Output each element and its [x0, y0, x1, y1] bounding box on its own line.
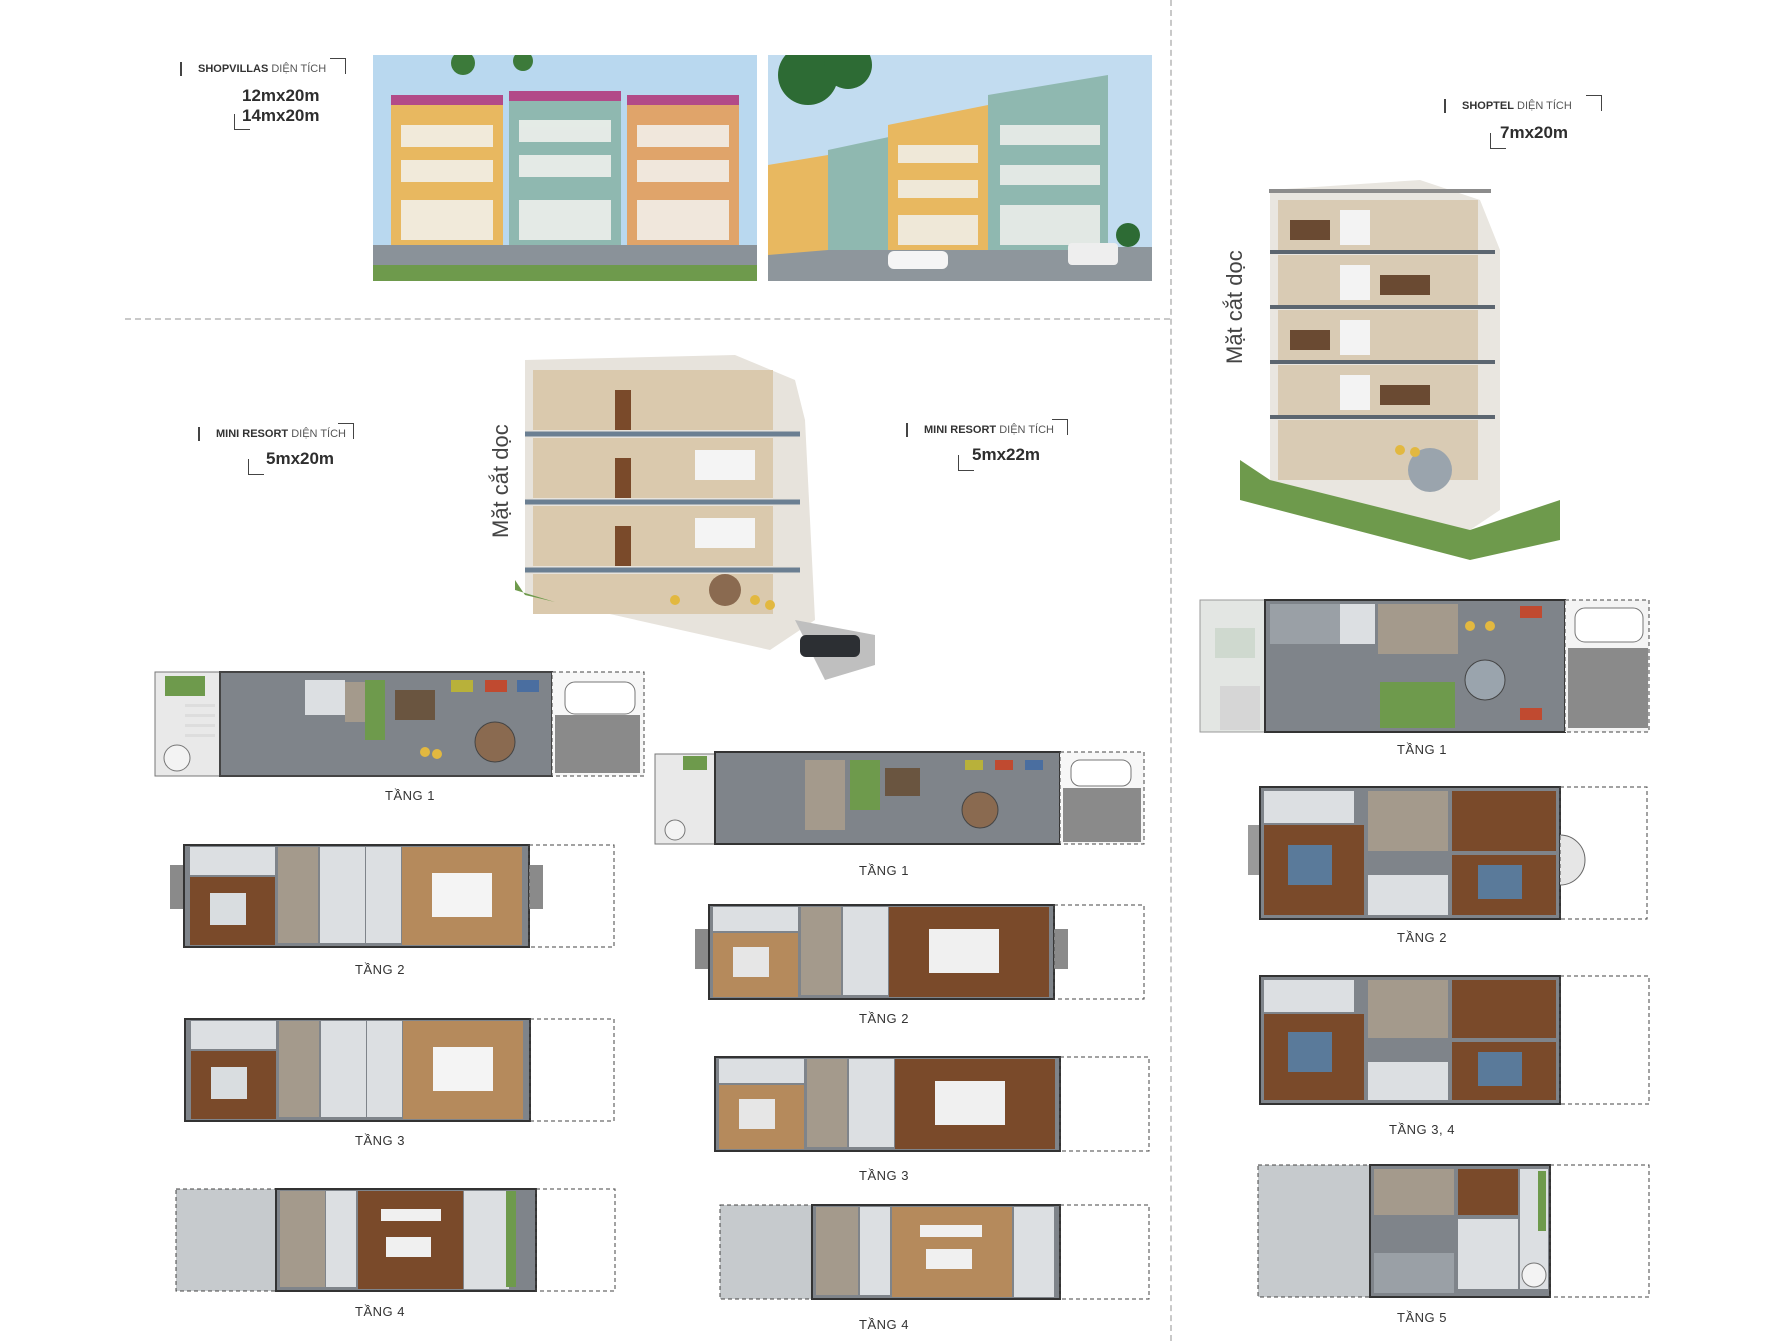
mini-resort-section-render — [495, 350, 885, 695]
plan-5x20-floor-4 — [175, 1187, 616, 1293]
shoptel-area-word: DIỆN TÍCH — [1517, 100, 1572, 112]
horizontal-divider — [125, 318, 1170, 320]
plan-shoptel-floor-2 — [1248, 785, 1648, 921]
mini-resort-5x22-dim: 5mx22m — [972, 445, 1041, 464]
shopvillas-area-label: SHOPVILLAS DIỆN TÍCH 12mx20m 14mx20m — [180, 58, 350, 138]
plan-5x22-floor-4-label: TẦNG 4 — [859, 1317, 909, 1332]
plan-5x20-floor-3-label: TẦNG 3 — [355, 1133, 405, 1148]
shoptel-name: SHOPTEL — [1462, 100, 1514, 112]
shopvillas-render-perspective — [768, 55, 1152, 281]
plan-5x20-floor-4-label: TẦNG 4 — [355, 1304, 405, 1319]
plan-5x20-floor-3 — [184, 1017, 615, 1123]
plan-shoptel-floor-1-label: TẦNG 1 — [1397, 742, 1447, 757]
shoptel-area-label: SHOPTEL DIỆN TÍCH 7mx20m — [1444, 95, 1604, 155]
plan-5x22-floor-4 — [719, 1203, 1150, 1301]
plan-shoptel-floor-3-4 — [1259, 974, 1650, 1106]
plan-5x22-floor-1 — [654, 750, 1145, 846]
plan-5x22-floor-2-label: TẦNG 2 — [859, 1011, 909, 1026]
plan-5x22-floor-1-label: TẦNG 1 — [859, 863, 909, 878]
shopvillas-dim-2: 14mx20m — [242, 106, 320, 125]
plan-shoptel-floor-1 — [1199, 598, 1650, 734]
plan-5x20-floor-2 — [170, 843, 615, 949]
mini-resort-5x20-area-word: DIỆN TÍCH — [291, 428, 346, 440]
shopvillas-area-word: DIỆN TÍCH — [271, 63, 327, 75]
mini-resort-section-label: Mặt cắt dọc — [488, 424, 513, 538]
plan-5x20-floor-1 — [154, 670, 645, 780]
mini-resort-5x20-dim: 5mx20m — [266, 449, 335, 468]
plan-5x22-floor-2 — [695, 903, 1145, 1001]
mini-resort-5x20-name: MINI RESORT — [216, 428, 289, 440]
plan-5x22-floor-3 — [714, 1055, 1150, 1153]
plan-shoptel-floor-2-label: TẦNG 2 — [1397, 930, 1447, 945]
mini-resort-5x22-name: MINI RESORT — [924, 424, 997, 436]
shoptel-section-render — [1230, 160, 1590, 560]
plan-shoptel-floor-5 — [1257, 1163, 1650, 1299]
mini-resort-5x22-area-label: MINI RESORT DIỆN TÍCH 5mx22m — [906, 419, 1076, 479]
shoptel-dim: 7mx20m — [1500, 123, 1569, 142]
mini-resort-5x20-area-label: MINI RESORT DIỆN TÍCH 5mx20m — [198, 423, 358, 483]
plan-shoptel-floor-5-label: TẦNG 5 — [1397, 1310, 1447, 1325]
shopvillas-name: SHOPVILLAS — [198, 63, 269, 75]
plan-shoptel-floor-3-4-label: TẦNG 3, 4 — [1389, 1122, 1455, 1137]
plan-5x20-floor-2-label: TẦNG 2 — [355, 962, 405, 977]
plan-5x22-floor-3-label: TẦNG 3 — [859, 1168, 909, 1183]
vertical-divider — [1170, 0, 1172, 1341]
shopvillas-render-front — [373, 55, 757, 281]
mini-resort-5x22-area-word: DIỆN TÍCH — [999, 424, 1054, 436]
plan-5x20-floor-1-label: TẦNG 1 — [385, 788, 435, 803]
shoptel-section-label: Mặt cắt dọc — [1222, 250, 1247, 364]
shopvillas-dim-1: 12mx20m — [242, 86, 320, 105]
